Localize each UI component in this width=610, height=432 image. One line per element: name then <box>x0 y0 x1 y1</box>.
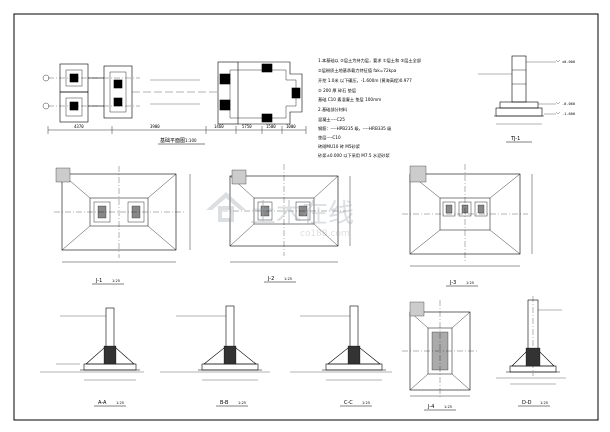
tj1-elev-2: -0.060 <box>562 102 575 106</box>
note-line-11: 砂浆±0.000 以下采用 M7.5 水泥砂浆 <box>318 152 390 159</box>
tj1-detail <box>478 55 561 125</box>
watermark-brand: 土木在线 <box>250 199 354 229</box>
bb-label: B-B <box>220 400 229 406</box>
plan-dim-1: 4370 <box>74 124 84 129</box>
aa-label: A-A <box>98 400 107 406</box>
aa-scale: 1:25 <box>116 401 124 405</box>
tj1-elev-3: -1.600 <box>562 112 575 116</box>
j4-label: J-4 <box>427 404 434 410</box>
sheet-border <box>13 13 599 421</box>
cc-label: C-C <box>344 400 353 406</box>
bb-scale: 1:25 <box>238 401 246 405</box>
note-line-10: 砖砌MU10 砖 M5砂浆 <box>318 143 361 150</box>
note-line-2: ②层粉质土地基承载力特征值 fak=72kpa <box>318 67 397 74</box>
footing-j2 <box>222 164 351 263</box>
plan-dim-4: 5750 <box>242 124 252 129</box>
j1-scale: 1:25 <box>112 279 120 283</box>
section-bb <box>160 305 270 381</box>
plan-dim-6: 1000 <box>286 124 296 129</box>
dd-label: D-D <box>522 400 532 406</box>
note-line-5: 基础 C10 素混凝土 垫层 100mm <box>318 96 381 103</box>
note-line-1: 1.本基础以 ②层土为持力层，要求 ①层土和 ③层土全部 <box>318 57 421 64</box>
note-line-7: 混凝土----C25 <box>318 116 345 123</box>
section-dd <box>496 296 566 385</box>
plan-title: 基础平面图 <box>160 137 185 144</box>
footing-j3 <box>402 164 533 267</box>
watermark-url: co188.com <box>300 229 350 239</box>
plan-scale: 1:100 <box>185 138 197 143</box>
dd-scale: 1:25 <box>540 401 548 405</box>
note-line-4: ② 200 厚 碎石 垫层 <box>318 87 356 94</box>
watermark-logo-icon <box>206 192 246 222</box>
section-aa <box>40 307 144 381</box>
j3-label: J-3 <box>449 280 456 286</box>
note-line-3: 开挖 1.0米 以下碾压，-1.600m (黄海高程)0.977 <box>318 77 412 84</box>
j1-label: J-1 <box>95 278 102 284</box>
footing-j1 <box>54 166 191 263</box>
design-notes: 1.本基础以 ②层土为持力层，要求 ①层土和 ③层土全部 ②层粉质土地基承载力特… <box>318 57 421 159</box>
plan-dim-3: 1460 <box>214 124 224 129</box>
plan-dim-2: 3900 <box>150 124 160 129</box>
footing-j4 <box>402 300 478 398</box>
j3-scale: 1:25 <box>466 281 474 285</box>
note-line-6: 2.基础部分材料 <box>318 106 348 113</box>
j2-scale: 1:25 <box>284 277 292 281</box>
watermark: 土木在线 co188.com <box>206 192 354 239</box>
section-cc <box>290 305 392 381</box>
tj1-label: TJ-1 <box>510 136 520 142</box>
tj1-elev-1: ±0.000 <box>562 60 575 64</box>
j2-label: J-2 <box>267 276 274 282</box>
note-line-9: 垫层----C10 <box>318 134 341 141</box>
j4-scale: 1:25 <box>444 405 452 409</box>
foundation-plan <box>42 61 307 134</box>
cc-scale: 1:25 <box>362 401 370 405</box>
plan-dim-5: 1500 <box>266 124 276 129</box>
note-line-8: 钢筋：----HPB235 级，----HRB335 级 <box>318 125 392 132</box>
